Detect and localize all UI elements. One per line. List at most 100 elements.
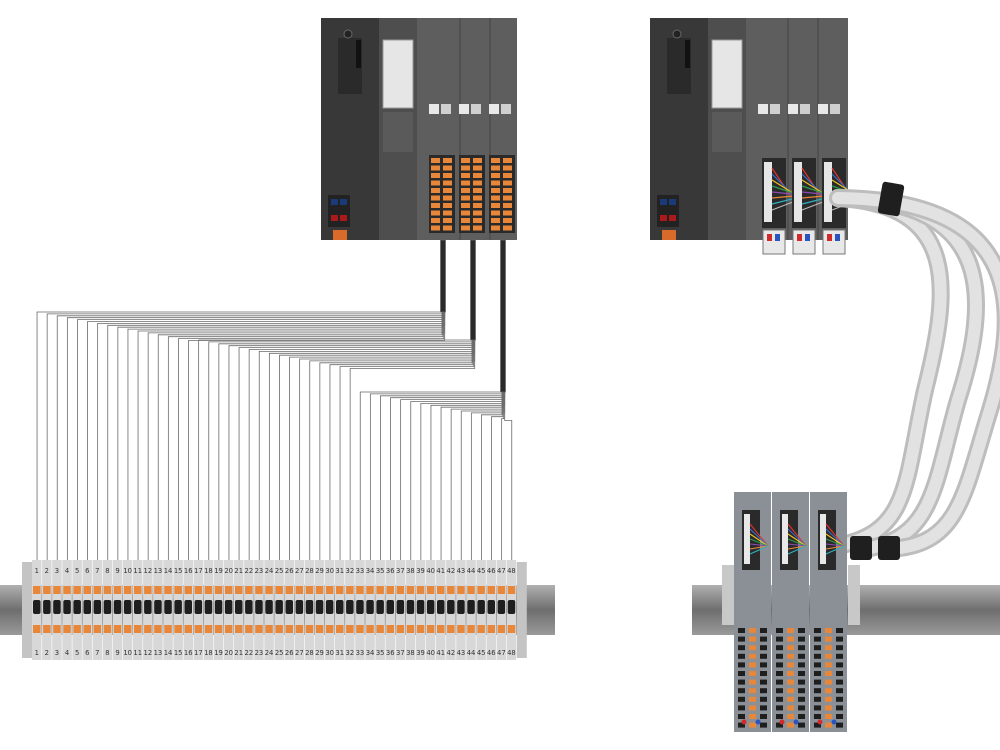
module-terminal <box>798 636 805 642</box>
terminal-bridge <box>275 600 283 614</box>
module-terminal <box>776 714 783 719</box>
module-terminal <box>749 714 756 719</box>
module-terminal <box>814 705 821 711</box>
module-terminal <box>749 688 756 694</box>
terminal-release-top <box>275 586 283 594</box>
module-terminal <box>798 645 805 651</box>
module-led <box>741 719 747 725</box>
terminal-number-bottom: 35 <box>376 649 385 657</box>
wire-bundle <box>470 239 476 341</box>
module-terminal <box>825 679 832 685</box>
terminal-release-bottom <box>437 625 445 633</box>
connector-terminal <box>473 218 482 223</box>
if-end-clamp-right <box>848 565 860 625</box>
terminal-release-bottom <box>366 625 374 633</box>
connector-terminal <box>503 180 512 186</box>
connector-terminal <box>443 195 452 201</box>
terminal-release-top <box>305 586 314 594</box>
terminal-release-top <box>507 586 516 594</box>
terminal-release-top <box>164 586 172 594</box>
terminal-release-top <box>366 586 374 594</box>
module-terminal <box>814 636 821 642</box>
module-terminal <box>825 628 832 633</box>
terminal-number-top: 7 <box>95 567 99 575</box>
colored-core <box>825 528 845 547</box>
terminal-bridge <box>447 600 455 614</box>
terminal-release-bottom <box>416 625 425 633</box>
module-terminal <box>836 705 843 711</box>
terminal-bridge <box>437 600 445 614</box>
terminal-release-top <box>204 586 213 594</box>
terminal-number-top: 23 <box>255 567 264 575</box>
terminal-number-bottom: 12 <box>144 649 153 657</box>
module-terminal <box>814 653 821 659</box>
connector-terminal <box>473 195 482 201</box>
module-terminal <box>798 662 805 668</box>
plc-right <box>650 18 848 240</box>
terminal-bridge <box>154 600 162 614</box>
terminal-release-bottom <box>194 625 203 633</box>
connector-terminal <box>491 203 500 208</box>
module-terminal <box>836 653 843 659</box>
module-terminal <box>798 671 805 676</box>
terminal-number-bottom: 28 <box>305 649 314 657</box>
terminal-block: 33 <box>52 560 62 660</box>
fuse-module <box>792 229 816 255</box>
io-status-led <box>501 104 511 114</box>
terminal-number-bottom: 3 <box>55 649 59 657</box>
connector-terminal <box>461 210 470 216</box>
terminal-block: 66 <box>82 560 92 660</box>
module-terminal <box>825 653 832 659</box>
terminal-release-bottom <box>73 625 81 633</box>
terminal-number-top: 37 <box>396 567 405 575</box>
terminal-bridge <box>63 600 71 614</box>
terminal-bridge <box>103 600 112 614</box>
colored-core <box>749 545 769 555</box>
module-terminal <box>760 645 767 651</box>
module-terminal <box>814 671 821 676</box>
module-terminal <box>738 705 745 711</box>
module-terminal <box>787 653 794 659</box>
module-terminal <box>836 645 843 651</box>
signal-wire <box>66 240 446 560</box>
module-terminal <box>738 636 745 642</box>
module-terminal <box>749 628 756 633</box>
module-terminal <box>738 671 745 676</box>
terminal-number-bottom: 25 <box>275 649 284 657</box>
connector-terminal <box>503 218 512 223</box>
io-status-led <box>770 104 780 114</box>
terminal-release-bottom <box>356 625 364 633</box>
module-led <box>831 719 837 725</box>
signal-wire <box>137 240 445 560</box>
module-terminal <box>749 653 756 659</box>
terminal-number-top: 1 <box>35 567 39 575</box>
terminal-bridge <box>305 600 314 614</box>
terminal-release-top <box>255 586 263 594</box>
terminal-number-top: 12 <box>144 567 153 575</box>
module-terminal <box>787 688 794 694</box>
connector-terminal <box>491 158 500 163</box>
connector-terminal <box>461 173 470 178</box>
terminal-release-top <box>487 586 495 594</box>
module-terminal <box>787 671 794 676</box>
terminal-bridge <box>467 600 475 614</box>
module-terminal <box>814 628 821 633</box>
module-terminal <box>787 679 794 685</box>
terminal-release-top <box>467 586 475 594</box>
interface-module <box>810 492 847 732</box>
connector-terminal <box>473 173 482 178</box>
terminal-release-top <box>224 586 233 594</box>
terminal-bridge <box>477 600 485 614</box>
connector-terminal <box>503 158 512 163</box>
fuse-indicator <box>775 234 780 241</box>
